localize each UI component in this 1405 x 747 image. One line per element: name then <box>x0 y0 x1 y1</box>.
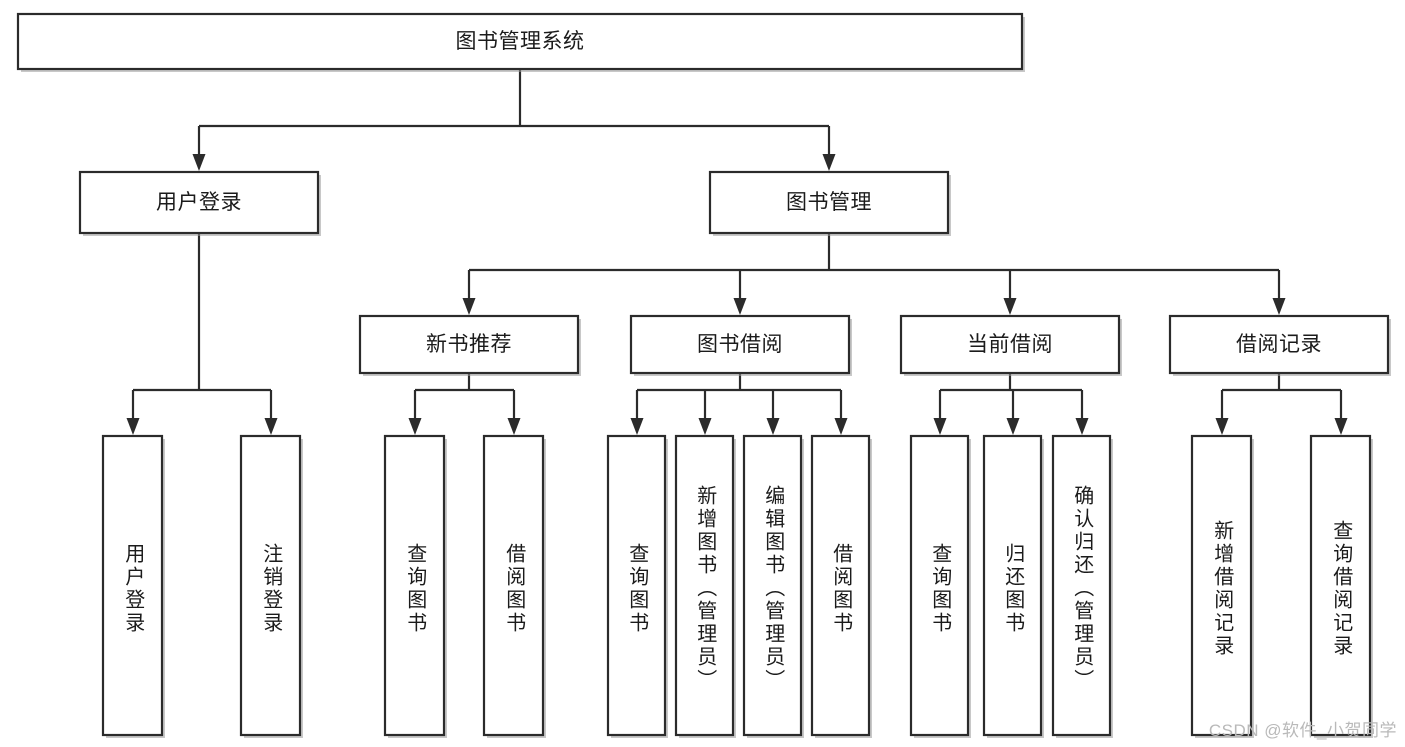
node-l3-borrow-record[interactable] <box>1168 314 1390 375</box>
node-root[interactable] <box>16 12 1024 71</box>
node-leaf-cb-confirm[interactable] <box>1051 434 1112 737</box>
node-leaf-nb-query[interactable] <box>383 434 446 737</box>
node-l3-current-borrow[interactable] <box>899 314 1121 375</box>
node-leaf-user-login[interactable] <box>101 434 164 737</box>
node-l2-user-login[interactable] <box>78 170 320 235</box>
node-l2-book-manage[interactable] <box>708 170 950 235</box>
node-leaf-cb-query[interactable] <box>909 434 970 737</box>
node-leaf-bb-add[interactable] <box>674 434 735 737</box>
node-l3-new-book[interactable] <box>358 314 580 375</box>
node-leaf-bb-edit[interactable] <box>742 434 803 737</box>
node-leaf-nb-borrow[interactable] <box>482 434 545 737</box>
node-leaf-user-logout[interactable] <box>239 434 302 737</box>
node-leaf-bb-query[interactable] <box>606 434 667 737</box>
node-leaf-br-add[interactable] <box>1190 434 1253 737</box>
node-leaf-br-query[interactable] <box>1309 434 1372 737</box>
node-l3-book-borrow[interactable] <box>629 314 851 375</box>
node-leaf-cb-return[interactable] <box>982 434 1043 737</box>
node-leaf-bb-borrow[interactable] <box>810 434 871 737</box>
